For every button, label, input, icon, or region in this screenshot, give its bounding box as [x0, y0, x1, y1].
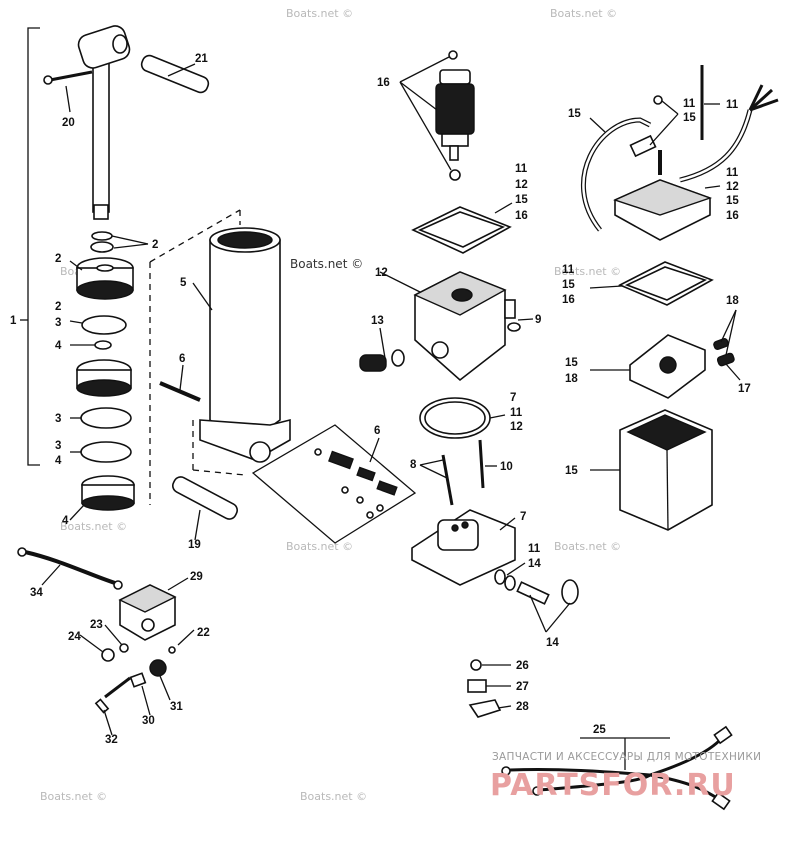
callout-label: 6	[374, 425, 380, 437]
callout-label: 7	[520, 511, 526, 523]
callout-label: 16	[562, 294, 575, 306]
callout-label: 12	[375, 267, 388, 279]
motor-housing	[619, 409, 713, 531]
gasket-motor	[618, 261, 714, 306]
callout-label: 11	[562, 264, 575, 276]
callout-label: 13	[371, 315, 384, 327]
trim-rod-assembly	[20, 25, 246, 511]
ground-wire	[17, 547, 123, 590]
callout-label: 22	[197, 627, 210, 639]
callout-label: 3	[55, 440, 61, 452]
callout-label: 12	[726, 181, 739, 193]
callout-label: 3	[55, 317, 61, 329]
callout-label: 4	[55, 340, 62, 352]
callout-label: 15	[726, 195, 739, 207]
callout-label: 9	[535, 314, 541, 326]
callout-label: 16	[726, 210, 739, 222]
callout-label: 19	[188, 539, 201, 551]
valve-base	[411, 509, 579, 605]
callout-label: 11	[515, 163, 528, 175]
callout-label: 18	[565, 373, 578, 385]
callout-label: 2	[152, 239, 158, 251]
callout-label: 15	[568, 108, 581, 120]
pump-bolts	[441, 439, 485, 506]
mounting-hardware	[467, 659, 502, 718]
callout-label: 10	[500, 461, 513, 473]
callout-label: 11	[510, 407, 523, 419]
callout-label: 3	[55, 413, 61, 425]
trim-switch	[94, 584, 177, 714]
callout-label: 5	[180, 277, 187, 289]
watermark-text: Boats.net ©	[286, 540, 353, 553]
leader-lines	[41, 56, 741, 736]
callout-label: 16	[377, 77, 390, 89]
brand-logo: PARTSFOR.RU	[490, 768, 736, 803]
callout-label: 4	[62, 515, 69, 527]
gasket-top	[411, 206, 512, 254]
callout-label: 6	[179, 353, 185, 365]
callout-label: 2	[55, 253, 61, 265]
callout-label: 17	[738, 383, 751, 395]
callout-label: 21	[195, 53, 208, 65]
callout-label: 31	[170, 701, 183, 713]
brush-plate	[629, 334, 735, 399]
callout-label: 27	[516, 681, 529, 693]
motor-end-cap	[580, 65, 779, 241]
watermark-layer: Boats.net © Boats.net © Boats.net © Boat…	[40, 7, 621, 803]
watermark-text: Boats.net ©	[60, 520, 127, 533]
callout-label: 7	[510, 392, 516, 404]
callout-label: 25	[593, 724, 606, 736]
pump-body	[359, 271, 521, 382]
callout-label: 28	[516, 701, 529, 713]
callout-label: 2	[55, 301, 61, 313]
watermark-text: Boats.net ©	[300, 790, 367, 803]
callout-label: 26	[516, 660, 529, 672]
callout-label: 11	[726, 99, 739, 111]
watermark-text: Boats.net ©	[550, 7, 617, 20]
callout-label: 12	[515, 179, 528, 191]
callout-label: 30	[142, 715, 155, 727]
callout-label: 23	[90, 619, 103, 631]
callout-label: 24	[68, 631, 81, 643]
watermark-text: Boats.net ©	[40, 790, 107, 803]
valve-kit	[251, 424, 417, 544]
watermark-text: Boats.net ©	[286, 7, 353, 20]
wiring-harness	[501, 725, 733, 811]
callout-label: 11	[528, 543, 541, 555]
callout-label: 15	[683, 112, 696, 124]
callout-label: 32	[105, 734, 118, 746]
callout-label: 1	[10, 315, 17, 327]
callout-label: 15	[565, 465, 578, 477]
callout-label: 14	[528, 558, 541, 570]
callout-label: 18	[726, 295, 739, 307]
callout-label: 8	[410, 459, 417, 471]
callout-label: 11	[683, 98, 696, 110]
callout-label: 12	[510, 421, 523, 433]
brand-stamp: ЗАПЧАСТИ И АКСЕССУАРЫ ДЛЯ МОТОТЕХНИКИ PA…	[490, 751, 761, 803]
callout-label: 11	[726, 167, 739, 179]
callout-label: 16	[515, 210, 528, 222]
callout-labels: 1 2 2 2 3 3 3 4 4 4 5 6 6 7 7 8 9 10 11 …	[10, 53, 751, 746]
callout-label: 15	[565, 357, 578, 369]
callout-label: 34	[30, 587, 43, 599]
pump-o-ring	[419, 397, 491, 439]
brand-caption: ЗАПЧАСТИ И АКСЕССУАРЫ ДЛЯ МОТОТЕХНИКИ	[492, 751, 761, 763]
callout-label: 20	[62, 117, 75, 129]
trim-cylinder	[159, 227, 291, 520]
callout-label: 15	[562, 279, 575, 291]
watermark-text: Boats.net ©	[554, 540, 621, 553]
watermark-main: Boats.net ©	[290, 257, 363, 271]
callout-label: 14	[546, 637, 559, 649]
callout-label: 29	[190, 571, 203, 583]
callout-label: 15	[515, 194, 528, 206]
motor-armature	[435, 50, 475, 181]
callout-label: 4	[55, 455, 62, 467]
watermark-text: Boats.net ©	[554, 265, 621, 278]
